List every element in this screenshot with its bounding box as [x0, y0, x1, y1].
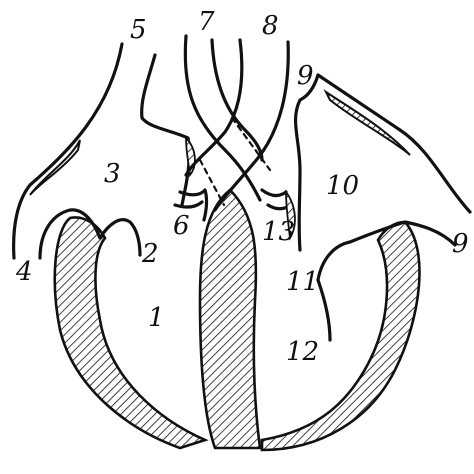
label-4: 4 — [15, 257, 33, 287]
label-5: 5 — [130, 15, 147, 45]
label-12: 12 — [286, 337, 319, 367]
label-11: 11 — [286, 267, 319, 297]
label-10: 10 — [326, 171, 359, 201]
label-9-top: 9 — [297, 61, 314, 91]
label-13: 13 — [262, 217, 295, 247]
label-8: 8 — [262, 11, 279, 41]
label-1: 1 — [148, 303, 165, 333]
label-7: 7 — [198, 7, 215, 37]
label-9-right: 9 — [452, 229, 469, 259]
label-3: 3 — [104, 159, 121, 189]
label-6: 6 — [173, 211, 190, 241]
label-2: 2 — [141, 239, 159, 269]
